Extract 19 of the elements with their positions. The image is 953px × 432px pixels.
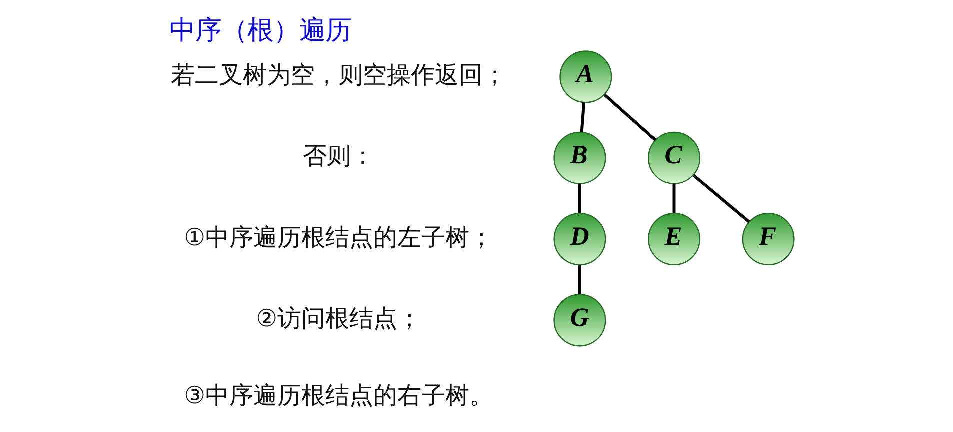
label: 否则： [302, 142, 374, 170]
node-circle: C [648, 132, 700, 184]
label: ①中序遍历根结点的左子树； [184, 223, 494, 252]
node-circle: A [559, 50, 612, 104]
connector [578, 264, 581, 294]
node-circle: F [742, 213, 794, 266]
connector [578, 184, 581, 214]
node-circle: B [553, 132, 606, 184]
label: 若二叉树为空，则空操作返回； [170, 60, 506, 89]
connector [603, 94, 656, 142]
label: ③中序遍历根结点的右子树。 [184, 381, 494, 410]
node-circle: D [553, 213, 606, 266]
label: ②访问根结点； [256, 304, 422, 332]
connector [580, 102, 586, 132]
node-circle: G [553, 294, 606, 347]
connector [672, 184, 676, 214]
node-circle: E [648, 213, 700, 266]
diagram-title: 中序（根）遍历 [169, 16, 352, 46]
connector [692, 174, 750, 224]
